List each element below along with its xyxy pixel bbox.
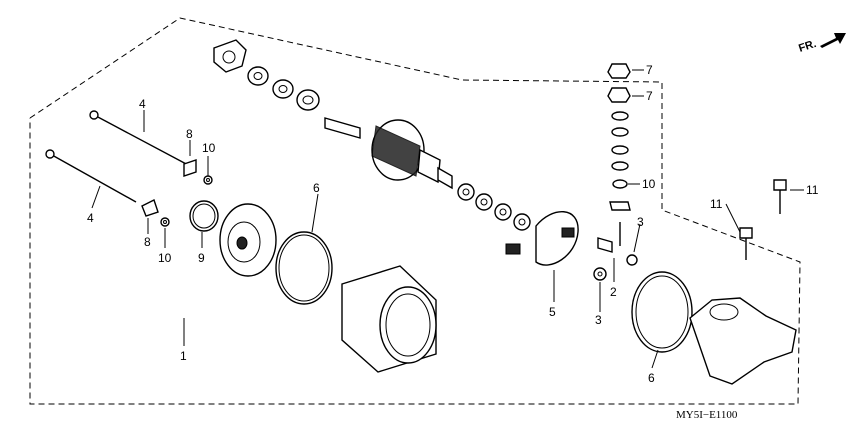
mounting-bolt-right xyxy=(773,179,787,214)
callouts: 1 2 3 3 4 4 5 6 6 7 7 8 8 9 10 10 10 11 … xyxy=(87,63,819,385)
nut-lower xyxy=(607,87,631,103)
front-cover xyxy=(219,203,277,277)
callout-10-lower: 10 xyxy=(158,251,172,265)
callout-3-upper: 3 xyxy=(637,215,644,229)
thrust-washers-top xyxy=(247,66,320,111)
callout-7-lower: 7 xyxy=(646,89,653,103)
o-ring-large-front xyxy=(275,231,333,305)
callout-4-lower: 4 xyxy=(87,211,94,225)
terminal-bolt xyxy=(597,222,621,253)
nut-upper xyxy=(607,63,631,79)
callout-8-upper: 8 xyxy=(186,127,193,141)
mounting-bolt-left xyxy=(739,227,753,260)
callout-10-upper: 10 xyxy=(202,141,216,155)
callout-9: 9 xyxy=(198,251,205,265)
diagram-code: MY5I−E1100 xyxy=(676,409,738,421)
brush-plate-lower xyxy=(141,199,159,217)
callout-1: 1 xyxy=(180,349,187,363)
o-ring-large-rear xyxy=(631,271,693,353)
insulator-lower xyxy=(593,267,607,281)
callout-4-upper: 4 xyxy=(139,97,146,111)
callout-10-right: 10 xyxy=(642,177,656,191)
callout-11-right: 11 xyxy=(806,183,819,197)
through-bolt-lower xyxy=(45,149,137,203)
brush-holder xyxy=(505,211,579,266)
rear-cover xyxy=(689,297,797,385)
callout-6-rear: 6 xyxy=(648,371,655,385)
insulator-upper xyxy=(626,254,638,266)
motor-yoke xyxy=(341,265,437,373)
thrust-washers-armature xyxy=(457,183,531,231)
leader-lines xyxy=(91,69,804,369)
washer-stack xyxy=(609,111,631,211)
callout-2: 2 xyxy=(610,285,617,299)
front-direction-arrow-icon xyxy=(820,33,846,48)
washer-lower xyxy=(160,217,170,227)
armature xyxy=(324,117,453,190)
lock-plate xyxy=(213,39,247,73)
callout-6-front: 6 xyxy=(313,181,320,195)
through-bolt-upper xyxy=(89,110,191,167)
brush-plate-upper xyxy=(183,159,197,177)
o-ring-small xyxy=(189,200,219,232)
callout-11-left: 11 xyxy=(710,197,723,211)
callout-3-lower: 3 xyxy=(595,313,602,327)
washer-upper xyxy=(203,175,213,185)
callout-5: 5 xyxy=(549,305,556,319)
front-direction-label: FR. xyxy=(797,38,818,55)
callout-7-upper: 7 xyxy=(646,63,653,77)
callout-8-lower: 8 xyxy=(144,235,151,249)
